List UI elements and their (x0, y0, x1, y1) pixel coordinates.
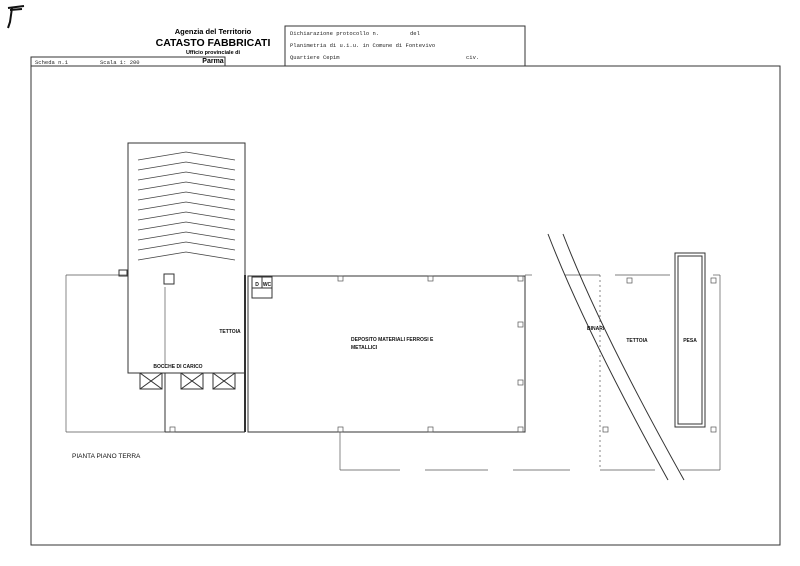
sheet-number: Scheda n.1 (35, 59, 69, 66)
province-name: Parma (202, 58, 224, 65)
site-outline (65, 274, 721, 471)
roof-chevron-line (137, 211, 236, 221)
protocol-label: Dichiarazione protocollo n. (290, 30, 379, 37)
agency-logo (7, 5, 25, 29)
roof-chevron-line (137, 171, 236, 181)
deposito-label-line2: METALLICI (351, 345, 378, 351)
weighbridge (674, 252, 706, 428)
roof-chevron-line (137, 181, 236, 191)
roof-chevron-line (137, 151, 236, 161)
district-line: Quartiere Cepim (290, 54, 340, 61)
wc-label: WC (263, 282, 272, 288)
binari-label: BINARI (587, 326, 605, 332)
roof-chevron-line (137, 251, 236, 261)
civ-label: civ. (466, 54, 479, 61)
roof-chevrons (127, 142, 246, 374)
roof-chevron-line (137, 201, 236, 211)
scale-label: Scala 1: 200 (100, 59, 140, 66)
floor-label: PIANTA PIANO TERRA (72, 453, 141, 460)
tettoia-right-label: TETTOIA (626, 338, 648, 344)
drawing-frame (30, 65, 781, 546)
pillars (169, 275, 717, 433)
tettoia-left-area (118, 269, 246, 433)
plan-description: Planimetria di u.i.u. in Comune di Fonte… (290, 42, 435, 49)
del-label: del (410, 30, 420, 37)
pesa-label: PESA (683, 338, 697, 344)
bocche-di-carico-label: BOCCHE DI CARICO (153, 364, 202, 370)
document-title: CATASTO FABBRICATI (156, 37, 271, 49)
roof-chevron-line (137, 231, 236, 241)
d-label: D (255, 282, 259, 288)
roof-chevron-line (137, 161, 236, 171)
roof-chevron-line (137, 191, 236, 201)
deposito-label-line1: DEPOSITO MATERIALI FERROSI E (351, 337, 434, 343)
loading-hatches (139, 372, 236, 390)
deposito-room (247, 275, 526, 433)
wc-block (251, 276, 273, 299)
office-label: Ufficio provinciale di (186, 50, 241, 56)
roof-chevron-line (137, 241, 236, 251)
roof-chevron-line (137, 221, 236, 231)
agency-name: Agenzia del Territorio (175, 27, 252, 36)
tettoia-left-label: TETTOIA (219, 329, 241, 335)
railway-tracks (547, 233, 685, 481)
